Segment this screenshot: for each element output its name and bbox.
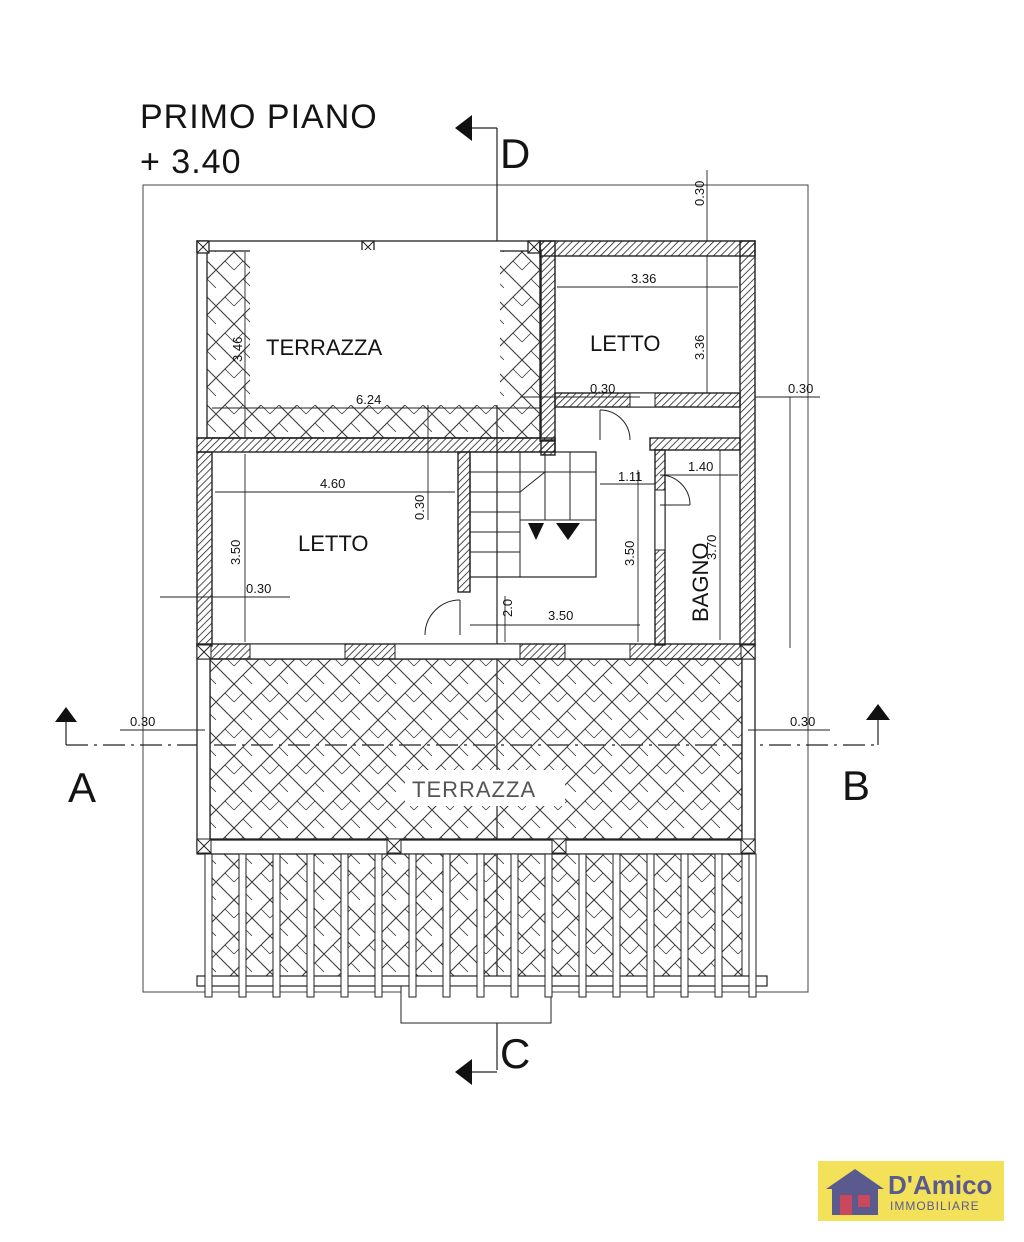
section-label-b: B bbox=[842, 762, 870, 809]
pergola-beam bbox=[646, 853, 655, 998]
section-arrow-a bbox=[55, 707, 77, 722]
pergola-beam bbox=[272, 853, 281, 998]
pergola-beam bbox=[306, 853, 315, 998]
section-arrow-b bbox=[866, 704, 890, 720]
section-label-a: A bbox=[68, 764, 96, 811]
section-arrow-d bbox=[455, 115, 472, 141]
floor-level: + 3.40 bbox=[140, 143, 241, 181]
dim-corridor-height: 2.0 bbox=[500, 599, 515, 617]
dim-stair: 1.11 bbox=[618, 469, 642, 484]
dim-terrace-left-wall: 0.30 bbox=[130, 714, 155, 729]
dim-letto-top-height: 3.36 bbox=[692, 335, 707, 360]
pergola-beam bbox=[374, 853, 383, 998]
pergola-beam bbox=[476, 853, 485, 998]
section-arrow-c bbox=[455, 1059, 472, 1085]
pergola-beam bbox=[578, 853, 587, 998]
pergola-beam bbox=[408, 853, 417, 998]
pergola-beam bbox=[340, 853, 349, 998]
pergola-beam bbox=[510, 853, 519, 998]
room-label-letto-top-right: LETTO bbox=[590, 331, 661, 356]
dim-right-wall-upper: 0.30 bbox=[788, 381, 813, 396]
dim-letto-left-wall: 0.30 bbox=[412, 495, 427, 520]
dim-letto-top-width: 3.36 bbox=[631, 271, 656, 286]
room-label-letto-left: LETTO bbox=[298, 531, 369, 556]
pergola-beam bbox=[612, 853, 621, 998]
dim-terrace-right-wall: 0.30 bbox=[790, 714, 815, 729]
section-label-c: C bbox=[500, 1030, 530, 1077]
dimension-lines bbox=[120, 170, 830, 731]
dim-letto-left-height: 3.50 bbox=[228, 540, 243, 565]
dim-corridor-width: 3.50 bbox=[548, 608, 573, 623]
section-label-d: D bbox=[500, 130, 530, 177]
doors bbox=[424, 409, 691, 636]
dim-stair-height: 3.50 bbox=[622, 541, 637, 566]
dim-left-wall: 0.30 bbox=[246, 581, 271, 596]
house-icon bbox=[826, 1169, 884, 1215]
dim-terrazza-top-height: 3.46 bbox=[230, 337, 245, 362]
floor-title: PRIMO PIANO bbox=[140, 98, 378, 136]
pergola-beam bbox=[204, 853, 213, 998]
pergola-beam bbox=[748, 853, 757, 998]
room-label-terrazza-bottom: TERRAZZA bbox=[412, 777, 536, 802]
pergola-beam bbox=[238, 853, 247, 998]
agency-logo bbox=[818, 1161, 1004, 1221]
dim-letto-top-wall: 0.30 bbox=[590, 381, 615, 396]
room-label-terrazza-top: TERRAZZA bbox=[266, 335, 382, 360]
pergola bbox=[196, 838, 768, 1024]
dim-top-right-offset: 0.30 bbox=[692, 181, 707, 206]
pergola-beam bbox=[680, 853, 689, 998]
agency-subtitle: IMMOBILIARE bbox=[890, 1199, 980, 1213]
dim-bagno-height: 3.70 bbox=[704, 535, 719, 560]
dim-terrazza-top-width: 6.24 bbox=[356, 392, 381, 407]
staircase bbox=[469, 451, 597, 578]
dim-bagno-width: 1.40 bbox=[688, 459, 713, 474]
pergola-beam bbox=[714, 853, 723, 998]
dim-letto-left-width: 4.60 bbox=[320, 476, 345, 491]
pergola-beam bbox=[544, 853, 553, 998]
room-label-bagno: BAGNO bbox=[688, 543, 713, 622]
pergola-beam bbox=[442, 853, 451, 998]
terrazza-bottom-floor bbox=[209, 658, 743, 840]
agency-name: D'Amico bbox=[888, 1170, 993, 1200]
